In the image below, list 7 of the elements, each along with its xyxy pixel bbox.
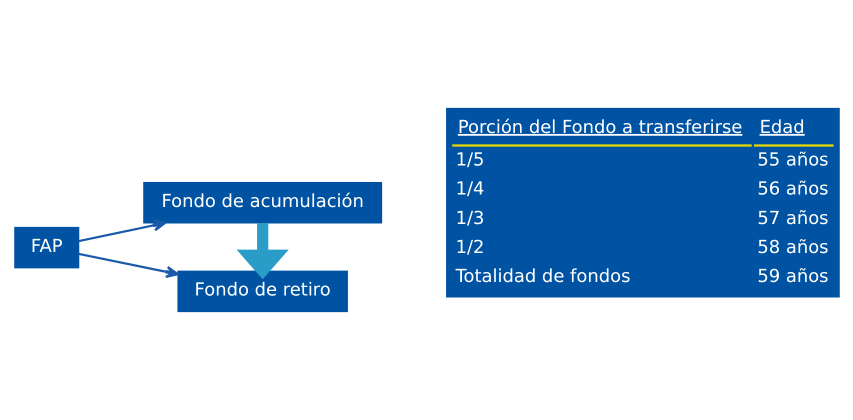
arrow <box>78 219 166 242</box>
node-box: Porción del Fondo a transferirse Edad 1/5 55 años 1/4 56 años 1/3 57 años 1/2 58 años Totalidad de fondos 59 años <box>446 108 840 298</box>
arrow <box>236 222 288 280</box>
arrow <box>78 252 178 278</box>
node-box: Fondo de retiro <box>176 270 348 312</box>
node-box: FAP <box>14 226 79 268</box>
node-box: Fondo de acumulación <box>142 182 382 224</box>
